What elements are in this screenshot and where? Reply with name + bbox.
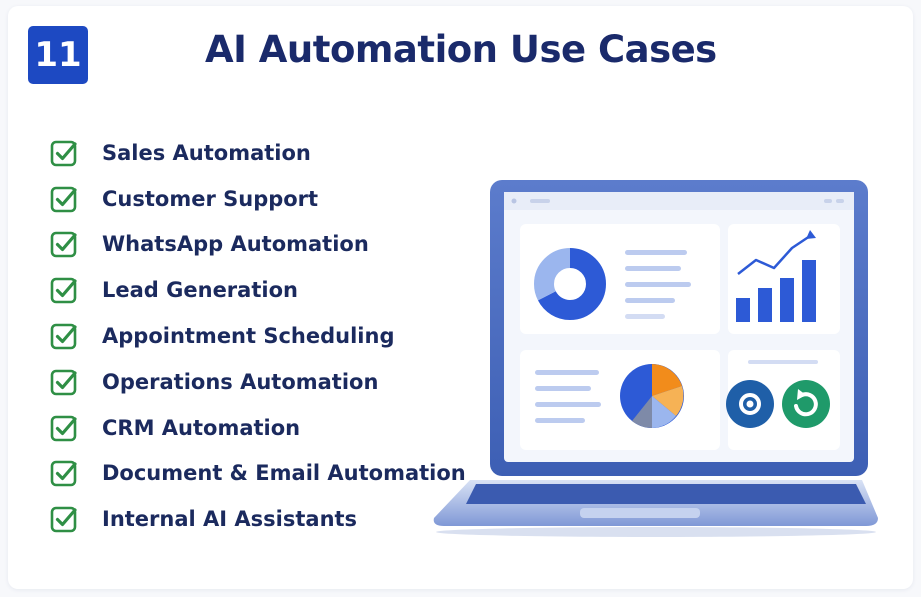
list-item: Document & Email Automation	[50, 451, 466, 497]
list-item-label: Lead Generation	[102, 278, 298, 303]
list-item-label: CRM Automation	[102, 415, 301, 440]
badge-number: 11	[34, 35, 82, 75]
donut-chart-icon	[534, 248, 606, 320]
refresh-icon	[782, 380, 830, 428]
list-item: Operations Automation	[50, 359, 466, 405]
checkbox-check-icon	[50, 140, 77, 167]
list-item: Appointment Scheduling	[50, 313, 466, 359]
list-item-label: Operations Automation	[102, 369, 379, 394]
checkbox-check-icon	[50, 323, 77, 350]
number-badge: 11	[28, 26, 88, 84]
list-item-label: Document & Email Automation	[102, 461, 466, 486]
laptop-dashboard-illustration	[433, 180, 878, 537]
checkbox-check-icon	[50, 369, 77, 396]
bar-chart-icon	[736, 230, 816, 322]
list-item: Internal AI Assistants	[50, 496, 466, 542]
list-item-label: WhatsApp Automation	[102, 232, 369, 257]
pie-chart-icon	[620, 364, 684, 428]
checkbox-check-icon	[50, 186, 77, 212]
list-item: WhatsApp Automation	[50, 222, 466, 268]
checkbox-check-icon	[50, 461, 77, 487]
list-item: Lead Generation	[50, 267, 466, 313]
list-item: CRM Automation	[50, 405, 466, 451]
checkbox-check-icon	[50, 415, 77, 441]
list-item-label: Appointment Scheduling	[102, 324, 395, 349]
page-title: AI Automation Use Cases	[205, 28, 717, 71]
use-case-list: Sales Automation Customer Support WhatsA…	[50, 130, 466, 542]
list-item-label: Sales Automation	[102, 140, 311, 165]
checkbox-check-icon	[50, 506, 77, 533]
list-item: Customer Support	[50, 176, 466, 222]
eye-icon	[726, 380, 774, 428]
list-item-label: Customer Support	[102, 186, 319, 211]
list-item: Sales Automation	[50, 130, 466, 176]
checkbox-check-icon	[50, 232, 77, 258]
checkbox-check-icon	[50, 277, 77, 304]
list-item-label: Internal AI Assistants	[102, 507, 358, 532]
